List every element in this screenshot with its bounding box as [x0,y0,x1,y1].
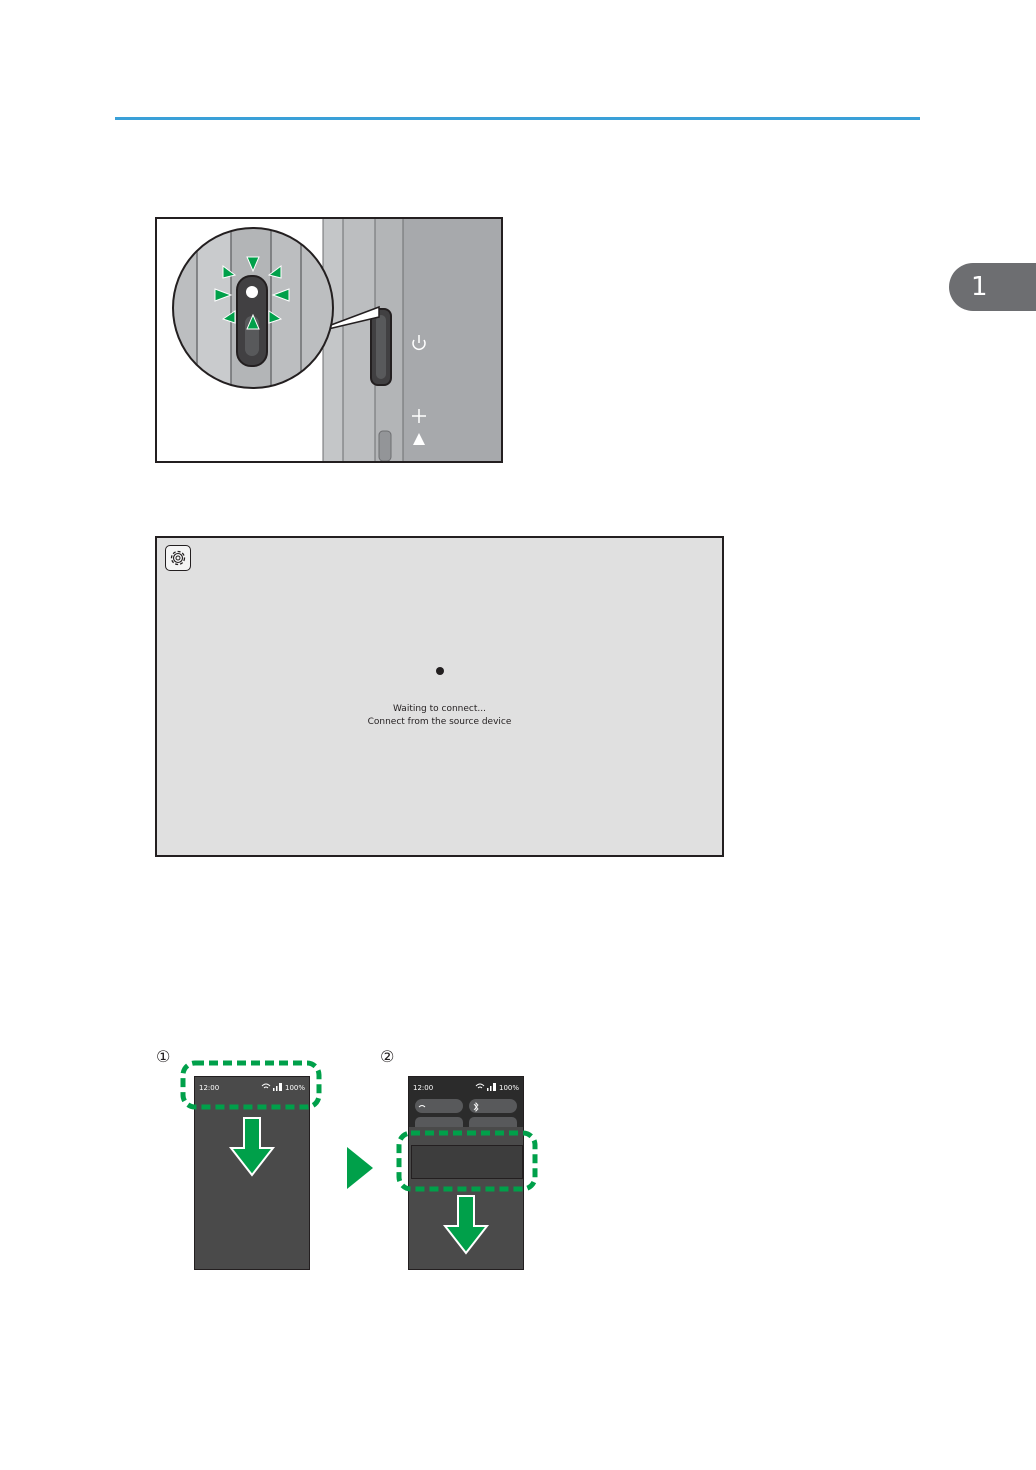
swipe-down-arrow-2 [442,1194,490,1256]
status-battery: 100% [499,1083,519,1093]
battery-icon [493,1083,496,1091]
waiting-line1: Waiting to connect... [157,703,722,716]
next-step-arrow [347,1147,375,1189]
chapter-tab: 1 [949,263,1036,311]
waiting-line2: Connect from the source device [157,716,722,729]
device-illustration [157,219,501,461]
header-rule [115,117,920,120]
wifi-icon [475,1082,497,1092]
quick-tile-wifi[interactable] [415,1099,463,1113]
status-time: 12:00 [413,1083,433,1093]
wifi-icon [415,1100,429,1114]
status-bar-highlight [180,1060,322,1110]
panel-highlight [396,1130,538,1192]
bluetooth-icon [469,1100,483,1114]
swipe-down-arrow-1 [228,1116,276,1178]
loading-indicator [436,667,444,675]
signal-icon [487,1088,489,1091]
waiting-screen: Waiting to connect... Connect from the s… [155,536,724,857]
quick-tile-4[interactable] [469,1117,517,1127]
gear-icon[interactable] [165,545,191,571]
step-number-1: ① [156,1048,170,1066]
device-power-button-figure [155,217,503,463]
chapter-number: 1 [971,272,988,302]
quick-tile-bluetooth[interactable] [469,1099,517,1113]
quick-tile-3[interactable] [415,1117,463,1127]
step-number-2: ② [380,1048,394,1066]
waiting-message: Waiting to connect... Connect from the s… [157,703,722,729]
